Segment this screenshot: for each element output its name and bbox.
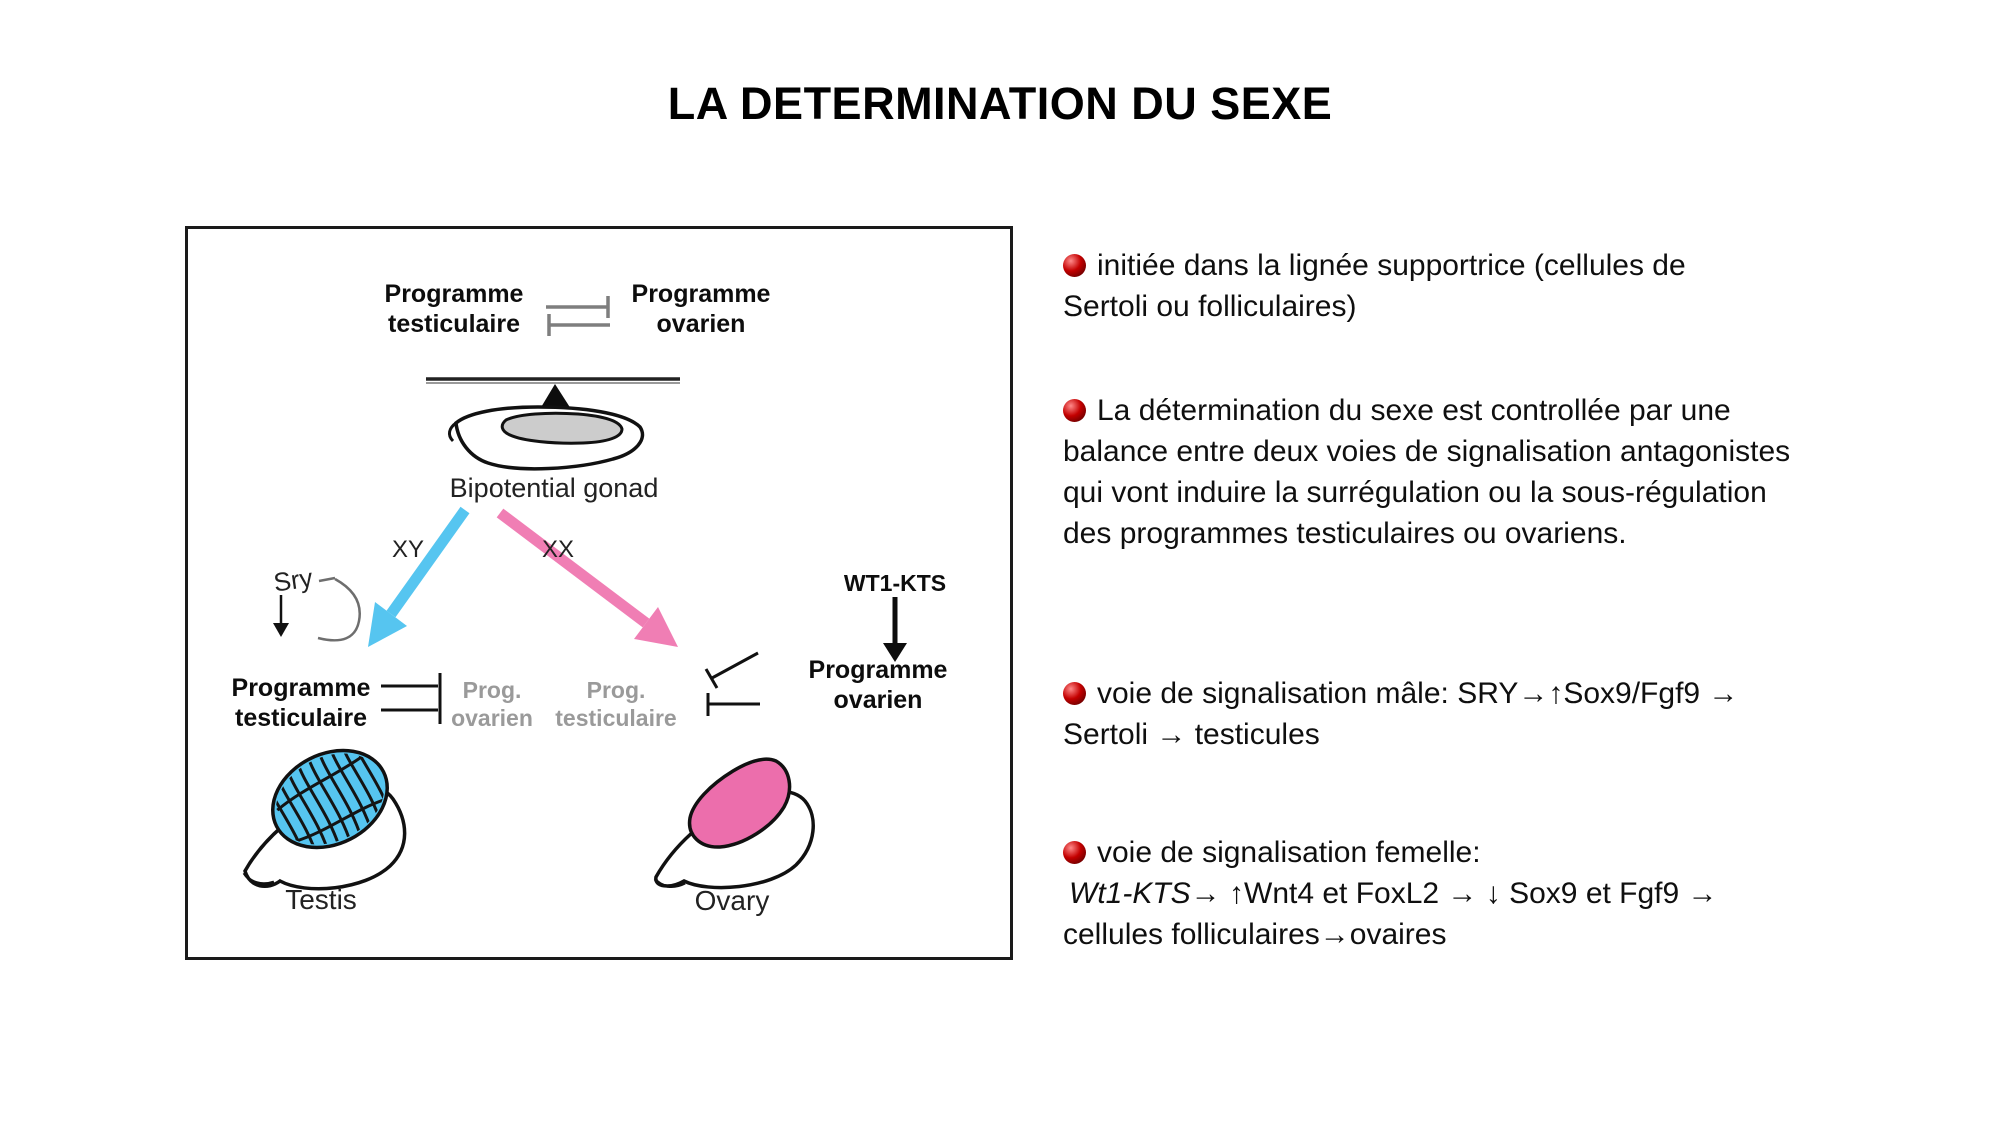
red-ball-bullet-icon bbox=[1063, 682, 1086, 705]
bullet-text: → ↑Wnt4 et FoxL2 → ↓ Sox9 et Fgf9 → bbox=[1190, 877, 1718, 910]
label-prog-testiculaire-suppressed: Prog. testiculaire bbox=[555, 677, 677, 731]
sex-determination-diagram: Programme testiculaire Programme ovarien… bbox=[185, 226, 1013, 960]
bullet-text: voie de signalisation femelle: bbox=[1097, 836, 1481, 869]
balance-beam-icon bbox=[426, 377, 680, 409]
label-prog-ovarien-suppressed: Prog. ovarien bbox=[451, 677, 533, 731]
mutual-inhibition-icon bbox=[546, 296, 610, 336]
label-programme-ovarien-top: Programme ovarien bbox=[631, 280, 771, 338]
bullet-text: Sertoli → testicules bbox=[1063, 718, 1320, 751]
sry-arrow-icon bbox=[273, 595, 289, 637]
label-xy: XY bbox=[391, 536, 425, 563]
bullet-female-pathway: voie de signalisation femelle: Wt1-KTS→ … bbox=[1063, 832, 1933, 955]
ovarian-inhibits-testicular-icon bbox=[704, 651, 760, 716]
bullet-lineage: initiée dans la lignée supportrice (cell… bbox=[1063, 245, 1933, 327]
bullet-balance: La détermination du sexe est controllée … bbox=[1063, 390, 1933, 554]
slide-title: LA DETERMINATION DU SEXE bbox=[667, 78, 1333, 129]
bullet-text: voie de signalisation mâle: SRY→↑Sox9/Fg… bbox=[1097, 677, 1739, 710]
bullet-text: balance entre deux voies de signalisatio… bbox=[1063, 435, 1791, 468]
label-programme-testiculaire-top: Programme testiculaire bbox=[384, 280, 524, 338]
bullet-text: des programmes testiculaires ou ovariens… bbox=[1063, 517, 1627, 550]
xy-male-arrow bbox=[368, 506, 470, 647]
bullet-text: La détermination du sexe est controllée … bbox=[1097, 394, 1731, 427]
label-programme-ovarien-female: Programme ovarien bbox=[808, 656, 948, 714]
bullet-text: qui vont induire la surrégulation ou la … bbox=[1063, 476, 1767, 509]
bullet-text-wt1-italic: Wt1-KTS bbox=[1069, 877, 1191, 910]
label-bipotential-gonad: Bipotential gonad bbox=[449, 473, 659, 503]
diagram-artwork bbox=[242, 296, 907, 891]
label-testis: Testis bbox=[285, 884, 357, 915]
bullet-male-pathway: voie de signalisation mâle: SRY→↑Sox9/Fg… bbox=[1063, 673, 1933, 755]
bipotential-gonad-icon bbox=[447, 405, 645, 471]
testis-icon bbox=[242, 735, 407, 891]
label-sry: Sry bbox=[271, 562, 315, 598]
red-ball-bullet-icon bbox=[1063, 399, 1086, 422]
bullet-text: Sertoli ou folliculaires) bbox=[1063, 290, 1357, 323]
bullet-text: initiée dans la lignée supportrice (cell… bbox=[1097, 249, 1686, 282]
xx-female-arrow bbox=[496, 508, 678, 647]
label-wt1-kts: WT1-KTS bbox=[843, 570, 947, 596]
label-xx: XX bbox=[541, 536, 575, 563]
ovary-icon bbox=[653, 757, 815, 890]
label-ovary: Ovary bbox=[694, 885, 770, 916]
label-programme-testiculaire-male: Programme testiculaire bbox=[231, 674, 371, 732]
sry-feedback-arc-icon bbox=[317, 576, 361, 642]
red-ball-bullet-icon bbox=[1063, 841, 1086, 864]
testicular-inhibits-ovarian-icon bbox=[381, 673, 442, 724]
red-ball-bullet-icon bbox=[1063, 254, 1086, 277]
bullet-text: cellules folliculaires→ovaires bbox=[1063, 918, 1447, 951]
wt1-arrow-icon bbox=[883, 597, 907, 662]
